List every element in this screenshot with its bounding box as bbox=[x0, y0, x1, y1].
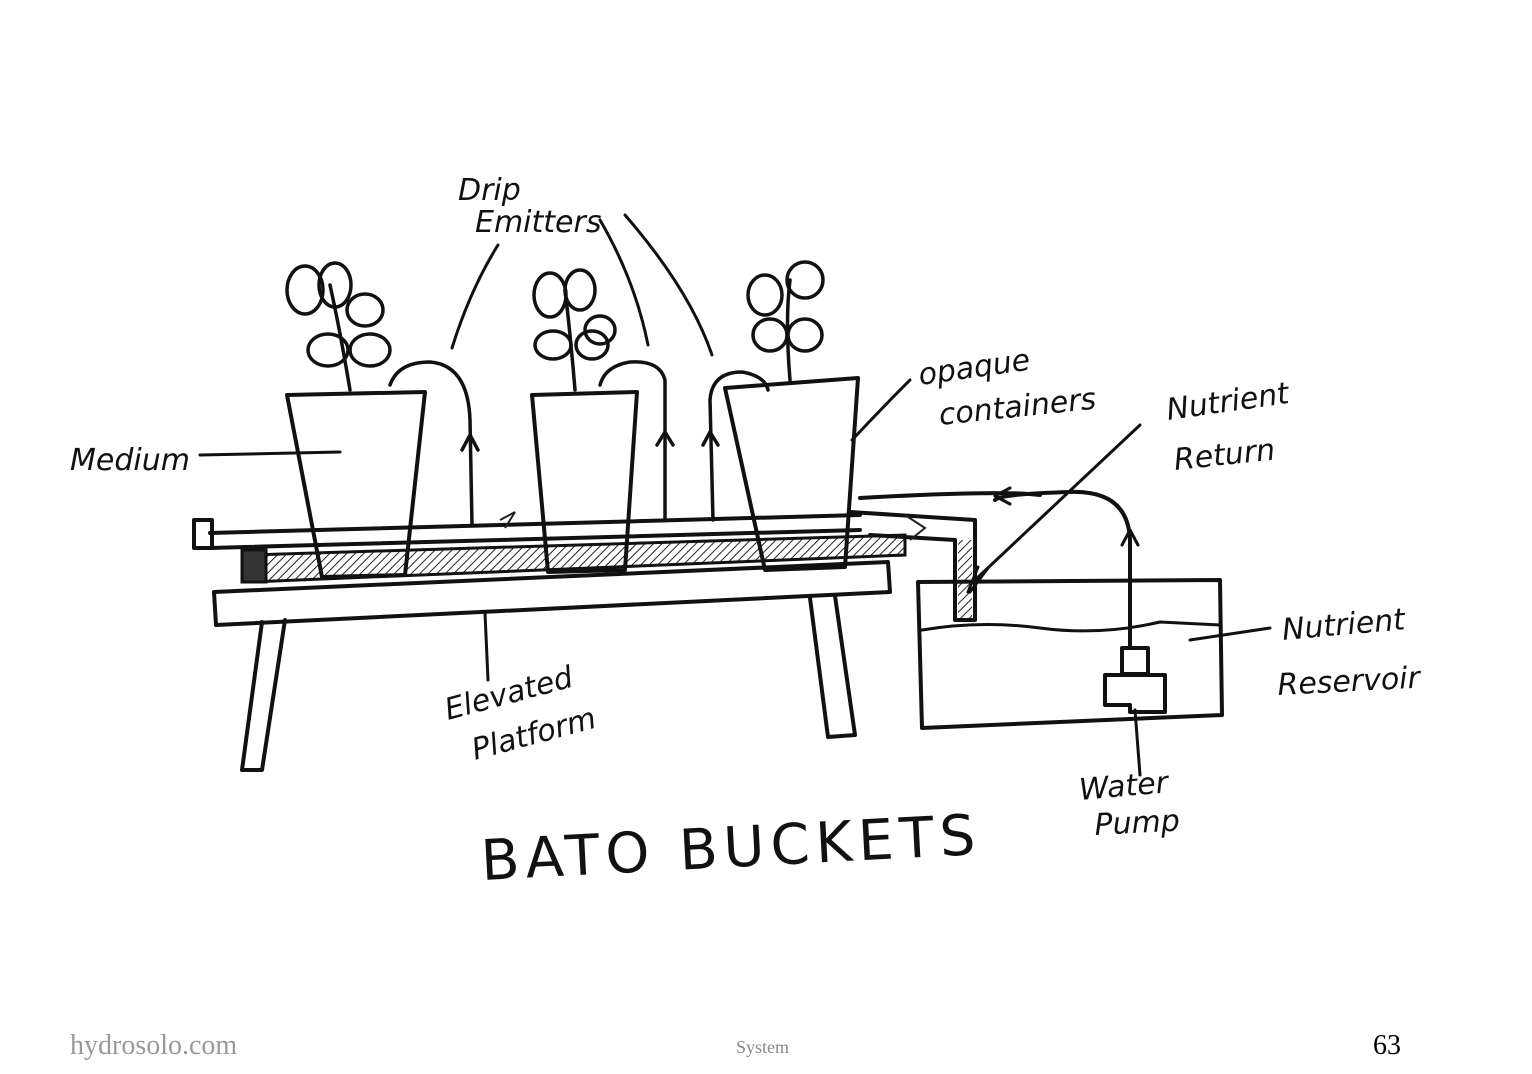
label-nutrient-reservoir-2: Reservoir bbox=[1277, 660, 1423, 702]
label-opaque: opaque bbox=[916, 343, 1032, 393]
label-leaders bbox=[198, 213, 1272, 777]
label-nutrient-return-2: Return bbox=[1172, 433, 1277, 478]
label-pump: Pump bbox=[1094, 804, 1181, 843]
label-emitters: Emitters bbox=[475, 205, 601, 240]
plants bbox=[285, 260, 825, 392]
label-water: Water bbox=[1078, 765, 1171, 808]
label-nutrient-reservoir-1: Nutrient bbox=[1281, 602, 1408, 648]
footer-site: hydrosolo.com bbox=[70, 1030, 238, 1061]
label-medium: Medium bbox=[70, 443, 190, 478]
elevated-platform bbox=[212, 560, 892, 772]
label-drip: Drip bbox=[458, 173, 521, 208]
nutrient-reservoir bbox=[916, 578, 1224, 730]
container-2 bbox=[530, 390, 639, 574]
diagram-title: BATO BUCKETS bbox=[479, 803, 983, 894]
label-nutrient-return-1: Nutrient bbox=[1164, 376, 1292, 428]
drain-channel bbox=[240, 533, 907, 584]
drip-emitters bbox=[388, 360, 770, 527]
container-1 bbox=[285, 390, 427, 579]
footer-section: System bbox=[736, 1037, 790, 1057]
label-containers: containers bbox=[937, 382, 1098, 433]
water-pump bbox=[993, 486, 1167, 714]
page-number: 63 bbox=[1373, 1030, 1401, 1061]
container-3 bbox=[723, 376, 860, 572]
